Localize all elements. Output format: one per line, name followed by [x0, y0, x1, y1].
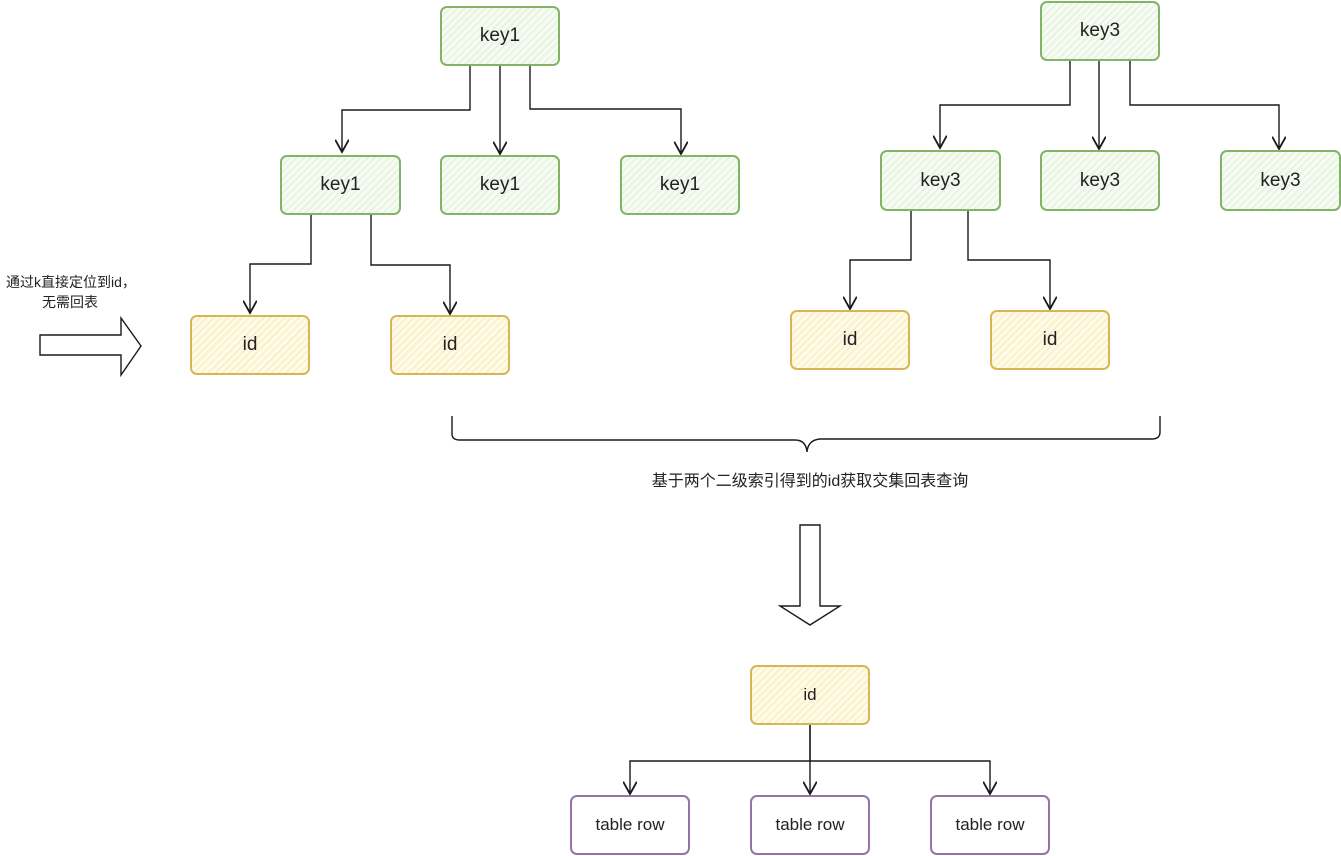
node-label: id	[242, 334, 258, 355]
id-leaf-node[interactable]: id	[790, 310, 910, 370]
edge-key1-root-to-child3	[529, 66, 681, 154]
key3-root-node[interactable]: key3	[1040, 1, 1160, 61]
key1-root-node[interactable]: key1	[440, 6, 560, 66]
side-note: 通过k直接定位到id， 无需回表	[6, 272, 136, 312]
node-label: id	[842, 329, 858, 350]
side-note-line2: 无需回表	[42, 294, 98, 310]
node-label: key1	[320, 174, 361, 195]
node-label: key3	[1079, 20, 1121, 41]
edge-key3-child-to-id1	[850, 211, 912, 309]
node-label: table row	[955, 815, 1025, 834]
edge-id-to-row3	[810, 760, 990, 794]
id-leaf-node[interactable]: id	[190, 315, 310, 375]
node-label: table row	[595, 815, 665, 834]
node-label: id	[803, 685, 817, 704]
key1-child-node[interactable]: key1	[440, 155, 560, 215]
brace-caption: 基于两个二级索引得到的id获取交集回表查询	[651, 473, 969, 490]
right-block-arrow	[39, 315, 142, 378]
edge-key1-child-to-id2	[370, 215, 450, 314]
node-label: table row	[775, 815, 845, 834]
edge-id-to-row1	[630, 725, 811, 794]
edge-key3-root-to-child3	[1129, 61, 1279, 149]
side-note-line1: 通过k直接定位到id，	[6, 274, 136, 290]
down-block-arrow	[777, 524, 843, 626]
table-row-node[interactable]: table row	[570, 795, 690, 855]
key3-child-node[interactable]: key3	[1040, 150, 1160, 211]
table-row-node[interactable]: table row	[750, 795, 870, 855]
key3-child-node[interactable]: key3	[880, 150, 1001, 211]
result-id-node[interactable]: id	[750, 665, 870, 725]
node-label: key1	[659, 174, 701, 195]
edge-key3-child-to-id2	[967, 211, 1050, 309]
key1-child-node[interactable]: key1	[280, 155, 401, 215]
edge-key3-root-to-child1	[940, 61, 1071, 148]
id-leaf-node[interactable]: id	[990, 310, 1110, 370]
node-label: key1	[479, 25, 521, 46]
node-label: id	[1042, 329, 1058, 350]
key3-child-node[interactable]: key3	[1220, 150, 1341, 211]
key1-child-node[interactable]: key1	[620, 155, 740, 215]
curly-brace	[451, 416, 1161, 453]
node-label: key3	[1079, 169, 1121, 191]
edge-key1-child-to-id1	[250, 215, 312, 313]
node-label: id	[442, 334, 458, 355]
node-label: key3	[920, 169, 961, 191]
edge-key1-root-to-child1	[342, 66, 471, 152]
table-row-node[interactable]: table row	[930, 795, 1050, 855]
node-label: key1	[479, 174, 521, 195]
id-leaf-node[interactable]: id	[390, 315, 510, 375]
node-label: key3	[1260, 169, 1301, 191]
